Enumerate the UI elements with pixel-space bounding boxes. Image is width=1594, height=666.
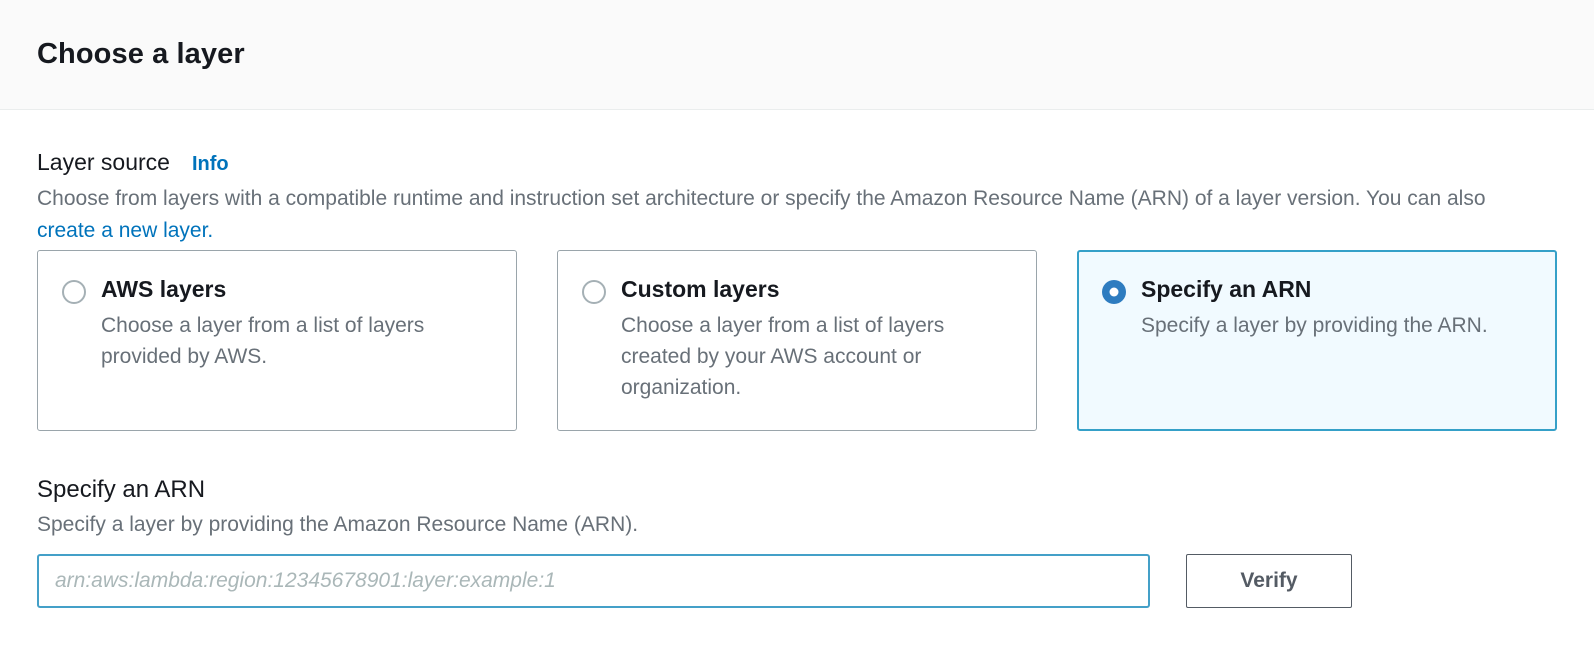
tile-custom-layers[interactable]: Custom layers Choose a layer from a list… — [557, 250, 1037, 431]
specify-arn-heading: Specify an ARN — [37, 476, 206, 503]
tile-specify-arn[interactable]: Specify an ARN Specify a layer by provid… — [1077, 250, 1557, 431]
tile-custom-layers-title: Custom layers — [621, 276, 780, 302]
page-title: Choose a layer — [37, 38, 245, 70]
page-header: Choose a layer — [0, 0, 1594, 110]
arn-input[interactable] — [37, 554, 1150, 608]
radio-aws-layers[interactable] — [62, 280, 86, 304]
tile-specify-arn-title: Specify an ARN — [1141, 276, 1312, 302]
verify-button[interactable]: Verify — [1186, 554, 1352, 608]
tile-specify-arn-description: Specify a layer by providing the ARN. — [1141, 314, 1488, 337]
tile-custom-layers-description: Choose a layer from a list of layers cre… — [621, 314, 945, 399]
radio-custom-layers[interactable] — [582, 280, 606, 304]
layer-source-tiles: AWS layers Choose a layer from a list of… — [37, 250, 1557, 431]
tile-aws-layers-title: AWS layers — [101, 276, 227, 302]
info-link[interactable]: Info — [191, 153, 229, 175]
layer-source-description: Choose from layers with a compatible run… — [37, 183, 1505, 247]
layer-source-description-text: Choose from layers with a compatible run… — [37, 187, 1486, 210]
tile-aws-layers[interactable]: AWS layers Choose a layer from a list of… — [37, 250, 517, 431]
layer-source-label-row: Layer source Info — [37, 149, 1557, 176]
create-new-layer-link[interactable]: create a new layer. — [37, 219, 214, 242]
arn-input-row: Verify — [37, 554, 1557, 608]
choose-layer-panel: Layer source Info Choose from layers wit… — [0, 149, 1594, 608]
tile-aws-layers-description: Choose a layer from a list of layers pro… — [101, 314, 425, 368]
radio-specify-arn[interactable] — [1102, 280, 1126, 304]
layer-source-label: Layer source — [37, 149, 170, 175]
specify-arn-description: Specify a layer by providing the Amazon … — [37, 513, 639, 536]
